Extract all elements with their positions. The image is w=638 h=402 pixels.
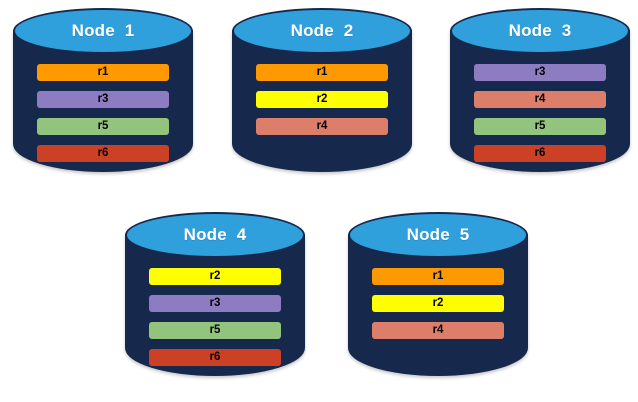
record-bar-r5[interactable]: r5: [37, 118, 169, 135]
node-label: Node 2: [290, 21, 354, 40]
record-bar-r5[interactable]: r5: [149, 322, 281, 339]
record-list: r3 r4 r5 r6: [474, 64, 606, 162]
cylinder-top-ellipse: [348, 212, 528, 258]
record-list: r2 r3 r5 r6: [149, 268, 281, 366]
record-list: r1 r2 r4: [372, 268, 504, 339]
record-bar-r3[interactable]: r3: [37, 91, 169, 108]
record-bar-r5[interactable]: r5: [474, 118, 606, 135]
node-label: Node 5: [406, 225, 470, 244]
record-bar-r2[interactable]: r2: [149, 268, 281, 285]
record-bar-r4[interactable]: r4: [256, 118, 388, 135]
record-bar-r6[interactable]: r6: [149, 349, 281, 366]
record-bar-r1[interactable]: r1: [256, 64, 388, 81]
record-bar-r2[interactable]: r2: [256, 91, 388, 108]
node-label: Node 4: [183, 225, 247, 244]
record-bar-r2[interactable]: r2: [372, 295, 504, 312]
record-bar-r4[interactable]: r4: [372, 322, 504, 339]
record-bar-r4[interactable]: r4: [474, 91, 606, 108]
record-bar-r3[interactable]: r3: [149, 295, 281, 312]
node-label: Node 3: [508, 21, 572, 40]
record-bar-r6[interactable]: r6: [474, 145, 606, 162]
record-list: r1 r2 r4: [256, 64, 388, 135]
record-bar-r6[interactable]: r6: [37, 145, 169, 162]
node-label: Node 1: [71, 21, 135, 40]
record-list: r1 r3 r5 r6: [37, 64, 169, 162]
record-bar-r3[interactable]: r3: [474, 64, 606, 81]
record-bar-r1[interactable]: r1: [372, 268, 504, 285]
record-bar-r1[interactable]: r1: [37, 64, 169, 81]
cylinder-top-ellipse: [125, 212, 305, 258]
cylinder-top-ellipse: [232, 8, 412, 54]
cylinder-top-ellipse: [450, 8, 630, 54]
cylinder-top-ellipse: [13, 8, 193, 54]
